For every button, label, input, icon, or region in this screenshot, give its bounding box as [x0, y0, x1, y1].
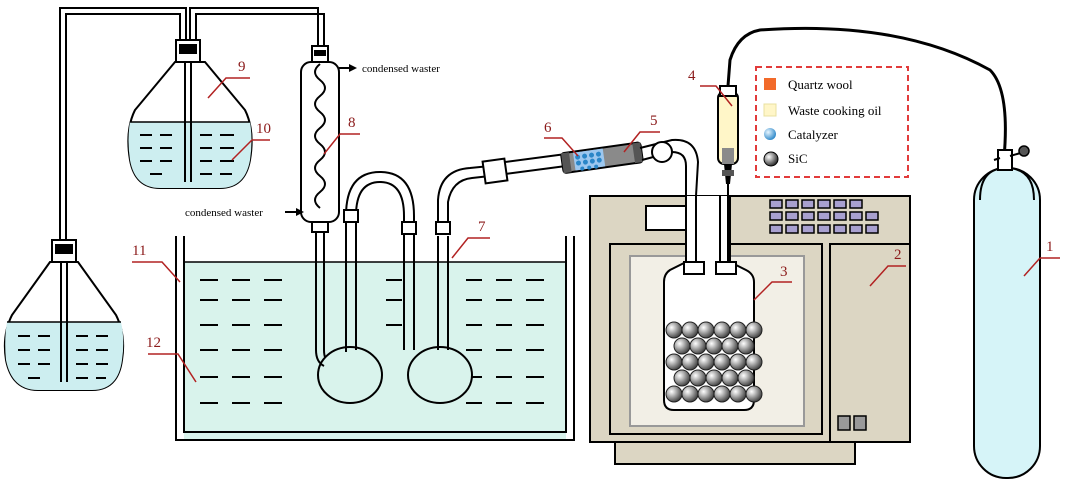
microwave-reactor	[589, 195, 911, 465]
gas-lines	[59, 7, 325, 240]
sic-ball	[681, 353, 699, 371]
label-5: 5	[650, 113, 658, 129]
sic-ball	[729, 353, 747, 371]
legend-quartz-wool: Quartz wool	[788, 77, 853, 92]
label-4: 4	[688, 68, 696, 84]
sic-ball	[729, 321, 747, 339]
sic-ball	[665, 385, 683, 403]
label-2: 2	[894, 247, 902, 263]
condensed-waster-top-label: condensed waster	[362, 63, 440, 75]
sic-ball	[721, 369, 739, 387]
sic-ball	[665, 321, 683, 339]
sic-ball	[721, 337, 739, 355]
gas-cylinder-1	[973, 145, 1041, 479]
sic-ball	[713, 321, 731, 339]
quartz-wool-swatch	[764, 78, 776, 90]
sic-ball	[673, 337, 691, 355]
sic-ball	[713, 353, 731, 371]
label-10: 10	[256, 121, 271, 137]
sic-ball	[673, 369, 691, 387]
leader-lines	[132, 77, 1060, 383]
sic-balls	[665, 321, 763, 403]
legend-waste-cooking-oil: Waste cooking oil	[788, 103, 882, 118]
dropping-funnel-4	[717, 26, 1007, 196]
absorption-bottle-9-10	[127, 39, 253, 189]
collection-flask-right	[401, 165, 491, 404]
sic-ball	[729, 385, 747, 403]
sic-ball	[681, 321, 699, 339]
label-7: 7	[478, 219, 486, 235]
sic-ball	[745, 321, 763, 339]
reactor-tube-5-6	[481, 138, 700, 197]
sic-ball	[689, 369, 707, 387]
condenser-8	[285, 45, 357, 270]
label-3: 3	[780, 264, 788, 280]
collection-flask-left	[315, 170, 415, 404]
sic-ball	[705, 369, 723, 387]
label-12: 12	[146, 335, 161, 351]
label-9: 9	[238, 59, 246, 75]
catalyzer-icon	[764, 128, 776, 140]
sic-ball	[665, 353, 683, 371]
legend-catalyzer: Catalyzer	[788, 127, 838, 142]
sic-ball	[697, 353, 715, 371]
cooling-bath	[175, 236, 575, 441]
label-1: 1	[1046, 239, 1054, 255]
waste-oil-swatch	[763, 103, 777, 117]
sic-ball	[713, 385, 731, 403]
legend: Quartz wool Waste cooking oil Catalyzer …	[755, 66, 909, 178]
sic-ball	[705, 337, 723, 355]
legend-sic: SiC	[788, 151, 808, 166]
sic-ball	[689, 337, 707, 355]
condensed-waster-bottom-label: condensed waster	[185, 207, 263, 219]
label-6: 6	[544, 120, 552, 136]
sic-ball	[737, 369, 755, 387]
label-11: 11	[132, 243, 146, 259]
sic-ball	[697, 385, 715, 403]
label-8: 8	[348, 115, 356, 131]
sic-ball	[697, 321, 715, 339]
sic-ball	[745, 353, 763, 371]
sic-ball	[745, 385, 763, 403]
sic-ball	[681, 385, 699, 403]
sic-icon	[763, 151, 779, 167]
absorption-bottle-lower	[3, 239, 125, 391]
sic-ball	[737, 337, 755, 355]
